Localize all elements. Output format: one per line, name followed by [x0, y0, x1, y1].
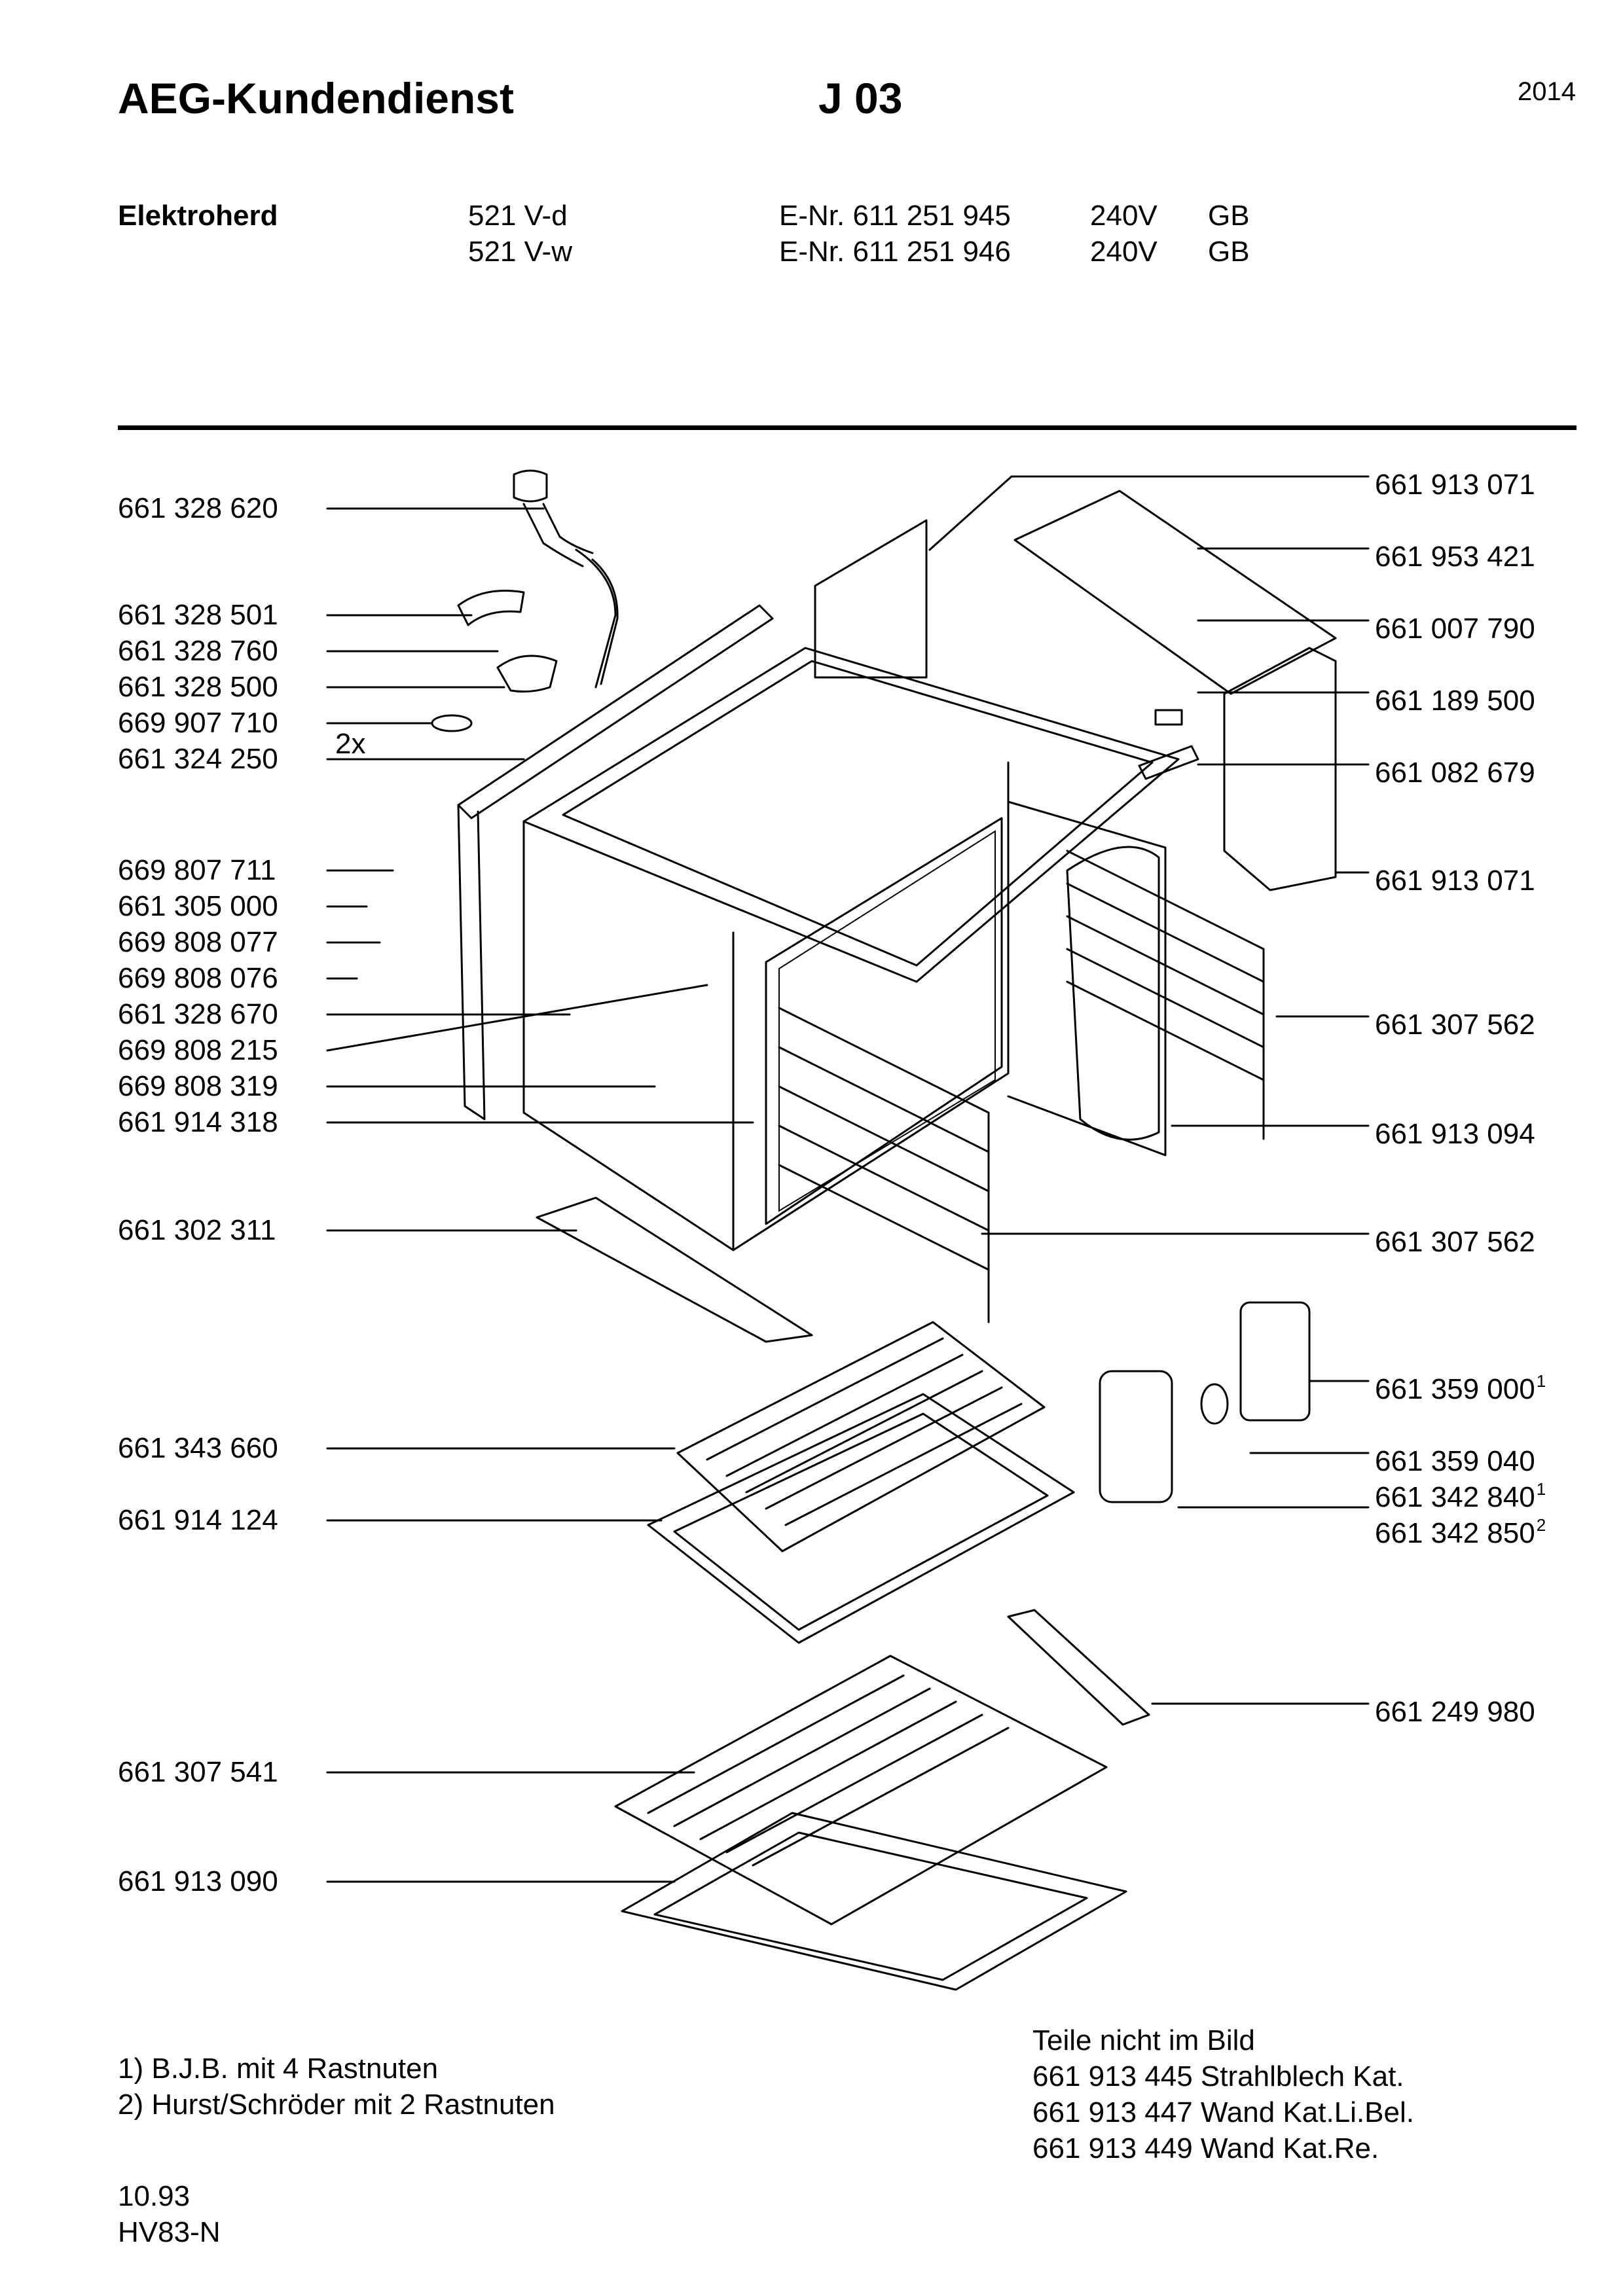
- part-number-right: 661 913 071: [1375, 865, 1535, 897]
- voltage-1: 240V: [1090, 200, 1158, 232]
- side-rack-left: [778, 1007, 990, 1323]
- country-2: GB: [1208, 236, 1250, 268]
- part-number-left: 669 907 710: [118, 707, 278, 739]
- side-insulation: [1223, 647, 1337, 891]
- voltage-2: 240V: [1090, 236, 1158, 268]
- baking-tray: [647, 1393, 1075, 1644]
- vent-cap: [513, 469, 548, 503]
- lamp-cover: [1099, 1370, 1173, 1503]
- wire-rack: [614, 1655, 1108, 1926]
- part-number-left: 661 913 090: [118, 1865, 278, 1897]
- part-number-right: 661 342 8401: [1375, 1479, 1546, 1513]
- part-number-right: 661 953 421: [1375, 541, 1535, 573]
- oven-right-side: [1007, 800, 1167, 1157]
- document-code: J 03: [818, 74, 903, 122]
- part-number-left: 661 302 311: [118, 1214, 276, 1246]
- not-shown-title: Teile nicht im Bild: [1032, 2024, 1255, 2056]
- enr-2: E-Nr. 611 251 946: [779, 236, 1011, 268]
- part-number-right: 661 913 071: [1375, 469, 1535, 501]
- frame-top-rail: [457, 604, 774, 819]
- shelf-bars: [706, 1337, 1023, 1526]
- oven-door-opening: [765, 817, 1003, 1225]
- part-number-right: 661 342 8502: [1375, 1515, 1546, 1549]
- drip-pan-inner: [653, 1831, 1088, 1981]
- part-number-right: 661 913 094: [1375, 1118, 1535, 1150]
- baking-tray-inner: [673, 1412, 1049, 1631]
- vent-bracket: [457, 590, 525, 626]
- part-number-left: 669 807 711: [118, 854, 276, 886]
- part-number-left: 661 324 250: [118, 743, 278, 775]
- not-shown-item: 661 913 449 Wand Kat.Re.: [1032, 2132, 1379, 2164]
- part-number-right: 661 359 0001: [1375, 1371, 1546, 1405]
- enr-1: E-Nr. 611 251 945: [779, 200, 1011, 232]
- part-number-left: 661 307 541: [118, 1756, 278, 1788]
- oven-top-inner: [562, 660, 1154, 967]
- not-shown-item: 661 913 445 Strahlblech Kat.: [1032, 2060, 1404, 2092]
- oven-front-frame: [732, 761, 1010, 1251]
- part-number-right: 661 359 040: [1375, 1445, 1535, 1477]
- header-divider: [118, 425, 1577, 430]
- part-number-left: 669 808 076: [118, 962, 278, 994]
- part-number-left: 661 328 670: [118, 998, 278, 1030]
- vent-pipe: [522, 503, 594, 567]
- part-number-left: 661 914 318: [118, 1106, 278, 1138]
- brand-title: AEG-Kundendienst: [118, 74, 514, 122]
- vent-elbow: [496, 655, 558, 693]
- hose-clamp: [431, 714, 473, 732]
- footnote-2: 2) Hurst/Schröder mit 2 Rastnuten: [118, 2089, 555, 2121]
- part-number-left: 669 808 319: [118, 1070, 278, 1102]
- model-1: 521 V-d: [468, 200, 568, 232]
- oven-top: [522, 647, 1180, 983]
- footer-doc-id: HV83-N: [118, 2216, 221, 2248]
- not-shown-item: 661 913 447 Wand Kat.Li.Bel.: [1032, 2096, 1414, 2128]
- part-number-left: 661 343 660: [118, 1432, 278, 1464]
- door-glass: [778, 830, 996, 1212]
- lamp-bulb: [1200, 1383, 1229, 1425]
- leader-line: [326, 984, 708, 1052]
- part-number-right: 661 307 562: [1375, 1009, 1535, 1041]
- part-number-right: 661 007 790: [1375, 613, 1535, 645]
- part-number-left: 661 328 500: [118, 671, 278, 703]
- frame-left-rail: [457, 804, 486, 1121]
- part-number-right: 661 189 500: [1375, 685, 1535, 717]
- bracket: [1138, 745, 1199, 780]
- part-number-left: 669 808 215: [118, 1034, 278, 1066]
- part-number-left: 661 328 501: [118, 599, 278, 631]
- part-number-right: 661 082 679: [1375, 757, 1535, 789]
- part-number-left: 661 328 760: [118, 635, 278, 667]
- heating-element: [536, 1196, 813, 1343]
- part-number-left: 669 808 077: [118, 926, 278, 958]
- shelf-grid: [676, 1321, 1046, 1552]
- footnote-1: 1) B.J.B. mit 4 Rastnuten: [118, 2053, 439, 2085]
- wire-rack-bars: [647, 1674, 1010, 1867]
- quantity-note: 2x: [335, 728, 366, 760]
- part-number-right: 661 249 980: [1375, 1696, 1535, 1728]
- part-number-right: 661 307 562: [1375, 1226, 1535, 1258]
- leader-line: [928, 475, 1013, 551]
- document-year: 2014: [1518, 77, 1576, 106]
- lamp-housing: [1239, 1301, 1311, 1422]
- country-1: GB: [1208, 200, 1250, 232]
- top-insulation: [1013, 490, 1337, 695]
- part-number-left: 661 305 000: [118, 890, 278, 922]
- part-number-left: 661 328 620: [118, 492, 278, 524]
- part-number-left: 661 914 124: [118, 1504, 278, 1536]
- product-type: Elektroherd: [118, 200, 278, 232]
- sensor: [1154, 709, 1183, 726]
- model-2: 521 V-w: [468, 236, 572, 268]
- handle: [1007, 1609, 1150, 1726]
- oven-side: [522, 820, 735, 1251]
- insulation-panel: [814, 519, 928, 679]
- footer-date: 10.93: [118, 2180, 191, 2212]
- side-rack-right: [1066, 850, 1265, 1140]
- vent-hose: [575, 548, 619, 689]
- drip-pan: [621, 1812, 1127, 1991]
